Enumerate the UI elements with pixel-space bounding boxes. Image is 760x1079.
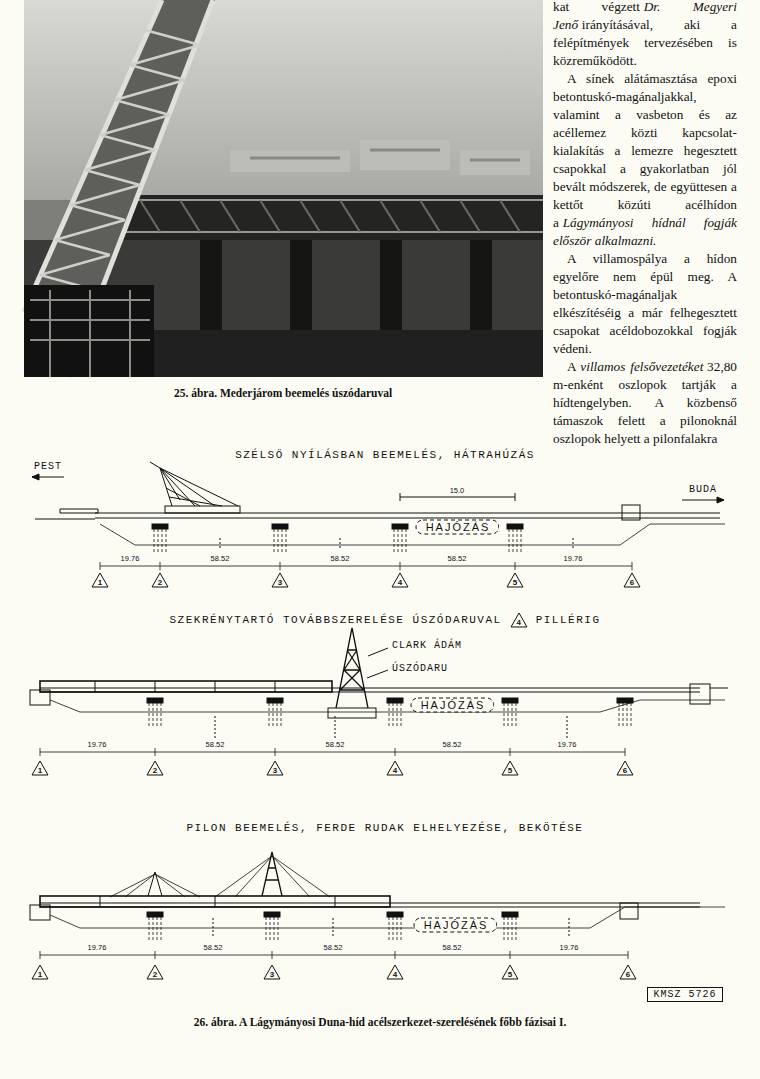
dimension: 19.76	[121, 554, 140, 563]
pier-marker: 5	[501, 760, 519, 776]
body-text: Lágymányosi hídnál fogják először alkalm…	[553, 215, 737, 248]
pier-marker: 1	[91, 572, 109, 588]
phase-1-drawing	[32, 462, 725, 570]
pier-marker: 4	[386, 760, 404, 776]
phase-heading: SZÉLSŐ NYÍLÁSBAN BEEMELÉS, HÁTRAHÚZÁS	[235, 449, 535, 461]
navigation-zone: HAJÓZÁS	[413, 917, 498, 933]
pier-number: 5	[501, 766, 519, 775]
pier-marker: 3	[263, 964, 281, 980]
navigation-zone: HAJÓZÁS	[415, 519, 500, 535]
pier-number: 1	[31, 970, 49, 979]
dimension: 58.52	[331, 554, 350, 563]
dimension: 19.76	[88, 943, 107, 952]
phase-3-drawing	[30, 852, 725, 959]
dimension: 58.52	[443, 943, 462, 952]
phase-2-drawing	[30, 628, 728, 756]
dimension: 58.52	[206, 740, 225, 749]
body-text: kat végzett	[553, 0, 640, 14]
pier-number: 2	[151, 578, 169, 587]
body-text: A sínek alátámasztása epoxi betontuskó-m…	[553, 71, 737, 230]
navigation-zone: HAJÓZÁS	[410, 697, 495, 713]
crane-label: CLARK ÁDÁM	[392, 640, 462, 651]
paragraph: A sínek alátámasztása epoxi betontuskó-m…	[553, 70, 737, 250]
dimension: 19.76	[560, 943, 579, 952]
dimension: 15.0	[450, 486, 465, 495]
drawing-number: KMSZ 5726	[647, 987, 722, 1002]
pier-marker: 1	[31, 760, 49, 776]
phase-heading: SZEKRÉNYTARTÓ TOVÁBBSZERELÉSE ÚSZÓDARUVA…	[170, 614, 502, 626]
figure-caption: 26. ábra. A Lágymányosi Duna-híd acélsze…	[194, 1016, 567, 1028]
pier-marker: 6	[616, 760, 634, 776]
direction-label: BUDA	[689, 484, 717, 495]
pier-number: 6	[619, 970, 637, 979]
phase-heading: PILLÉRIG	[536, 614, 601, 626]
phase-heading: PILON BEEMELÉS, FERDE RUDAK ELHELYEZÉSE,…	[187, 822, 584, 834]
photo	[24, 0, 543, 377]
pier-marker: 3	[266, 760, 284, 776]
crane-label: ÚSZÓDARU	[392, 663, 448, 674]
pier-number: 6	[623, 578, 641, 587]
body-text: irányításával, aki a felépítmények terve…	[553, 17, 737, 68]
dimension: 58.52	[204, 943, 223, 952]
pier-marker: 6	[619, 964, 637, 980]
pier-number: 5	[501, 970, 519, 979]
drawing-number-box: KMSZ 5726	[647, 987, 722, 1002]
pier-number: 4	[510, 618, 528, 627]
dimension: 19.76	[558, 740, 577, 749]
pier-number: 4	[391, 578, 409, 587]
pier-marker: 5	[501, 964, 519, 980]
pier-marker: 2	[146, 964, 164, 980]
pier-marker: 2	[151, 572, 169, 588]
pier-number: 3	[271, 578, 289, 587]
pier-number: 1	[91, 578, 109, 587]
direction-label: PEST	[34, 461, 62, 472]
pier-number: 5	[506, 578, 524, 587]
pier-number: 3	[263, 970, 281, 979]
pier-number: 2	[146, 766, 164, 775]
pier-number: 3	[266, 766, 284, 775]
zone-label: HAJÓZÁS	[415, 519, 500, 535]
pier-marker: 4	[510, 612, 528, 628]
paragraph: A villamospálya a hídon egyelőre nem épü…	[553, 250, 737, 358]
pier-number: 4	[386, 970, 404, 979]
body-text: A villamospálya a hídon egyelőre nem épü…	[553, 251, 737, 356]
figure-caption: 25. ábra. Mederjárom beemelés úszódaruva…	[174, 387, 392, 399]
pier-marker: 4	[386, 964, 404, 980]
dimension: 19.76	[564, 554, 583, 563]
paragraph: Avillamos felsővezetéket32,80 m-enként o…	[553, 358, 737, 448]
paragraph: kat végzettDr. Megyeri Jenőirányításával…	[553, 0, 737, 70]
pier-marker: 6	[623, 572, 641, 588]
zone-label: HAJÓZÁS	[410, 697, 495, 713]
zone-label: HAJÓZÁS	[413, 917, 498, 933]
dimension: 58.52	[324, 943, 343, 952]
pier-marker: 4	[391, 572, 409, 588]
dimension: 58.52	[448, 554, 467, 563]
text-column: kat végzettDr. Megyeri Jenőirányításával…	[553, 0, 737, 448]
pier-marker: 1	[31, 964, 49, 980]
pier-marker: 2	[146, 760, 164, 776]
pier-marker: 5	[506, 572, 524, 588]
dimension: 58.52	[211, 554, 230, 563]
dimension: 19.76	[88, 740, 107, 749]
pier-marker: 3	[271, 572, 289, 588]
pier-number: 6	[616, 766, 634, 775]
dimension: 58.52	[326, 740, 345, 749]
pier-number: 2	[146, 970, 164, 979]
body-text: villamos felsővezetéket	[580, 359, 703, 374]
pier-number: 1	[31, 766, 49, 775]
dimension: 58.52	[443, 740, 462, 749]
body-text: A	[567, 359, 577, 374]
pier-number: 4	[386, 766, 404, 775]
